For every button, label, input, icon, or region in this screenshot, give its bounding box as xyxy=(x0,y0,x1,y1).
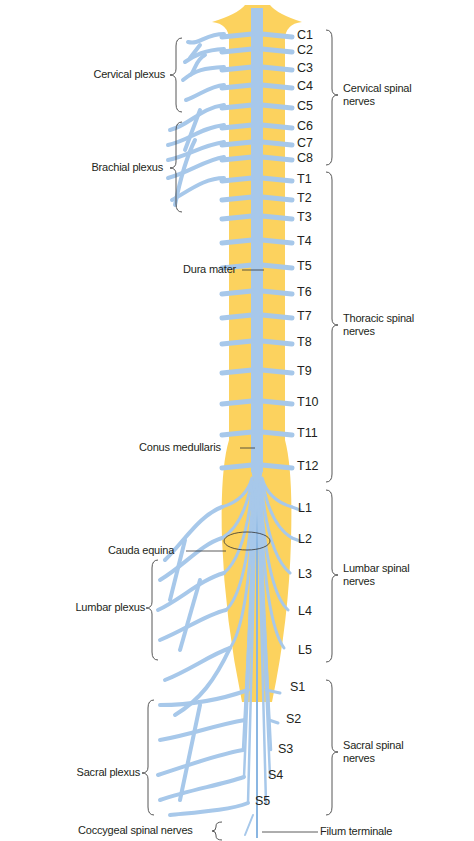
segment-label: T1 xyxy=(297,173,337,186)
segment-label: T12 xyxy=(297,460,337,473)
segment-label: C7 xyxy=(297,137,337,150)
segment-label: T8 xyxy=(297,336,337,349)
segment-label: S4 xyxy=(268,769,308,782)
segment-label: T5 xyxy=(297,260,337,273)
segment-label: T9 xyxy=(297,365,337,378)
nerve-group-label: Lumbar spinal nerves xyxy=(343,562,423,588)
group-brace xyxy=(142,30,338,840)
segment-label: L5 xyxy=(298,644,338,657)
segment-label: L1 xyxy=(298,502,338,515)
filum-terminale-line xyxy=(256,495,258,838)
segment-label: L4 xyxy=(298,605,338,618)
plexus-label: Brachial plexus xyxy=(83,161,163,174)
segment-label: T4 xyxy=(297,235,337,248)
leader-line xyxy=(186,270,318,832)
segment-label: C6 xyxy=(297,120,337,133)
plexus-label: Lumbar plexus xyxy=(60,601,145,614)
segment-label: T11 xyxy=(297,427,337,440)
segment-label: T7 xyxy=(297,310,337,323)
nerve-group-label: Sacral spinal nerves xyxy=(343,739,423,765)
nerve-group-label: Thoracic spinal nerves xyxy=(343,312,423,338)
segment-label: S3 xyxy=(278,743,318,756)
segment-label: C8 xyxy=(297,152,337,165)
segment-label: T3 xyxy=(297,211,337,224)
part-label: Conus medullaris xyxy=(139,441,241,454)
part-label: Dura mater xyxy=(183,263,245,276)
part-label: Cauda equina xyxy=(108,544,186,557)
plexus-label: Sacral plexus xyxy=(55,766,140,779)
segment-label: C3 xyxy=(297,62,337,75)
segment-label: S1 xyxy=(290,681,330,694)
segment-label: T2 xyxy=(297,192,337,205)
segment-label: L2 xyxy=(298,533,338,546)
segment-label: C4 xyxy=(297,80,337,93)
segment-label: S2 xyxy=(286,713,326,726)
segment-label: C1 xyxy=(297,29,337,42)
segment-label: T10 xyxy=(297,396,337,409)
spinal-roots xyxy=(222,34,292,468)
plexus-label: Cervical plexus xyxy=(85,68,165,81)
part-label: Filum terminale xyxy=(320,825,420,838)
segment-label: T6 xyxy=(297,286,337,299)
nerve-group-label: Coccygeal spinal nerves xyxy=(78,824,214,837)
segment-label: L3 xyxy=(298,568,338,581)
segment-label: C2 xyxy=(297,44,337,57)
segment-label: C5 xyxy=(297,100,337,113)
nerve-group-label: Cervical spinal nerves xyxy=(343,82,423,108)
nerve-branches xyxy=(158,34,300,835)
segment-label: S5 xyxy=(255,795,295,808)
